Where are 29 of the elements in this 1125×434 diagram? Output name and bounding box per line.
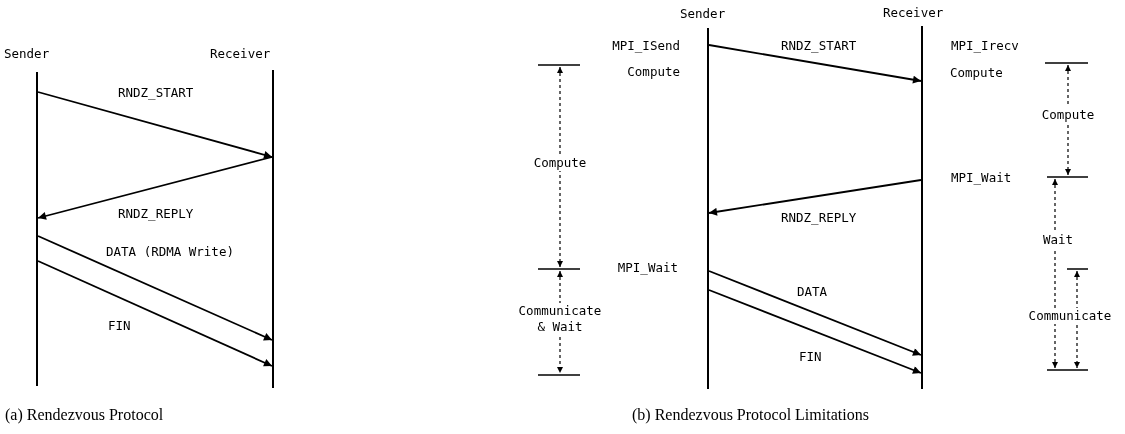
interval-label: Compute xyxy=(1041,107,1095,123)
edge-label: FIN xyxy=(799,349,822,365)
edge-label: DATA (RDMA Write) xyxy=(106,244,235,260)
edge-label: RNDZ_START xyxy=(118,85,194,101)
call-name: MPI_Irecv xyxy=(951,38,1019,54)
interval-label: Communicate xyxy=(1028,308,1112,324)
message-arrow xyxy=(708,179,922,216)
edge-label: RNDZ_START xyxy=(781,38,857,54)
participant-name: Receiver xyxy=(883,5,944,21)
figure-caption: (a) Rendezvous Protocol xyxy=(5,407,164,423)
phase-label: Compute xyxy=(627,64,680,80)
interval-label: Wait xyxy=(1042,232,1074,248)
figure-caption: (b) Rendezvous Protocol Limitations xyxy=(632,407,869,423)
message-arrow xyxy=(37,260,273,367)
edge-label: RNDZ_REPLY xyxy=(781,210,857,226)
edge-label: RNDZ_REPLY xyxy=(118,206,194,222)
message-arrow xyxy=(37,235,273,341)
message-arrow xyxy=(708,270,922,356)
participant-name: Sender xyxy=(680,6,726,22)
edge-label: DATA xyxy=(797,284,828,300)
edge-label: FIN xyxy=(108,318,131,334)
message-arrow xyxy=(708,289,922,374)
participant-name: Sender xyxy=(4,46,50,62)
message-arrow xyxy=(37,156,273,220)
participant-name: Receiver xyxy=(210,46,271,62)
message-arrow xyxy=(708,44,922,84)
message-arrow xyxy=(37,91,273,159)
interval-label: Compute xyxy=(533,155,587,171)
phase-label: Compute xyxy=(950,65,1003,81)
